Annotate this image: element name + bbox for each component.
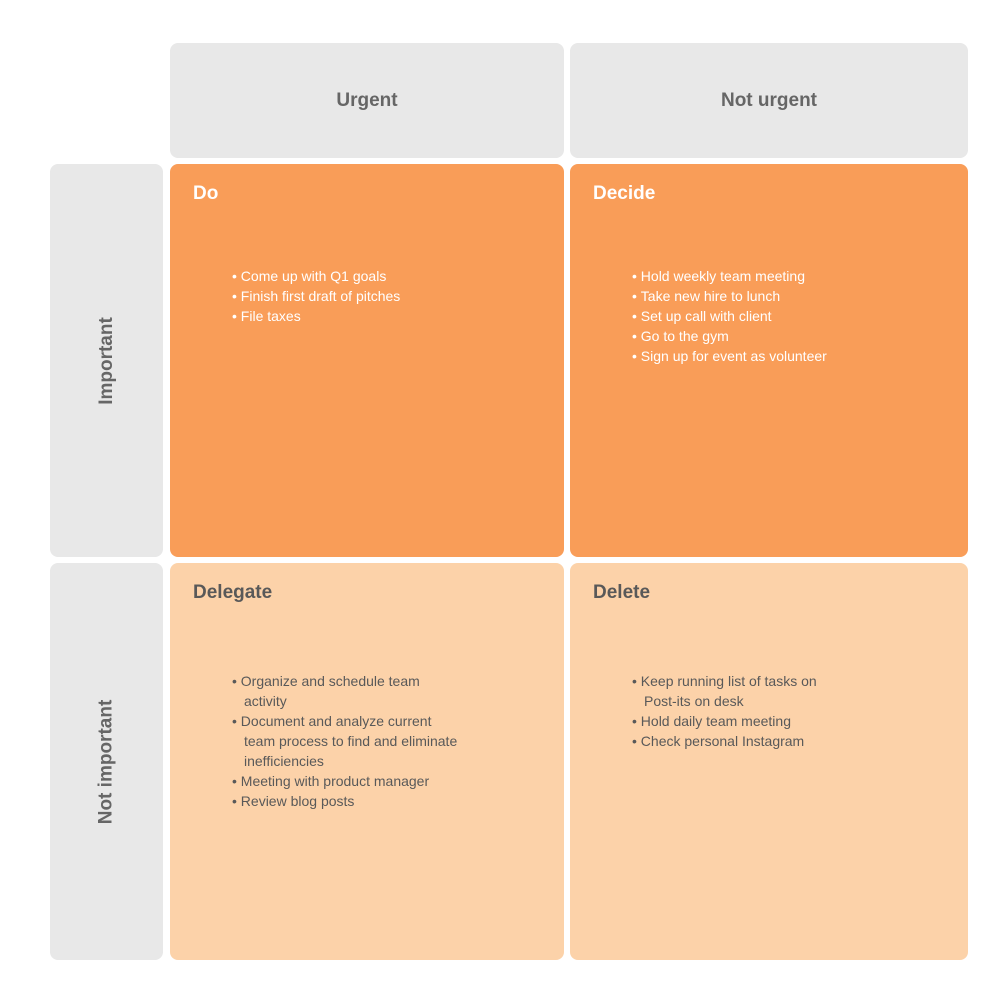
task-item: Sign up for event as volunteer [632, 346, 932, 366]
quadrant-do: Do Come up with Q1 goalsFinish first dra… [170, 164, 564, 557]
task-item: Check personal Instagram [632, 731, 932, 751]
quadrant-delegate: Delegate Organize and schedule team acti… [170, 563, 564, 960]
task-item: Take new hire to lunch [632, 286, 932, 306]
quadrant-do-task-list: Come up with Q1 goalsFinish first draft … [232, 266, 532, 326]
quadrant-do-title: Do [193, 183, 219, 204]
task-item: Hold weekly team meeting [632, 266, 932, 286]
column-header-urgent: Urgent [170, 43, 564, 158]
task-item: Document and analyze current team proces… [232, 711, 532, 771]
quadrant-delete: Delete Keep running list of tasks on Pos… [570, 563, 968, 960]
task-item: Meeting with product manager [232, 771, 532, 791]
row-header-important: Important [50, 164, 163, 557]
quadrant-decide: Decide Hold weekly team meetingTake new … [570, 164, 968, 557]
quadrant-delete-task-list: Keep running list of tasks on Post-its o… [632, 671, 932, 751]
task-item: Organize and schedule team activity [232, 671, 532, 711]
column-header-urgent-label: Urgent [336, 89, 398, 111]
column-header-not-urgent-label: Not urgent [720, 89, 818, 111]
task-item: File taxes [232, 306, 532, 326]
row-header-not-important: Not important [50, 563, 163, 960]
row-header-important-label: Important [95, 316, 117, 405]
quadrant-delegate-task-list: Organize and schedule team activityDocum… [232, 671, 532, 811]
quadrant-decide-task-list: Hold weekly team meetingTake new hire to… [632, 266, 932, 366]
quadrant-delegate-title: Delegate [193, 582, 273, 603]
task-item: Keep running list of tasks on Post-its o… [632, 671, 932, 711]
task-item: Come up with Q1 goals [232, 266, 532, 286]
task-item: Review blog posts [232, 791, 532, 811]
quadrant-delete-title: Delete [593, 582, 651, 603]
quadrant-decide-title: Decide [593, 183, 656, 204]
row-header-not-important-label: Not important [95, 699, 117, 824]
task-item: Go to the gym [632, 326, 932, 346]
task-item: Hold daily team meeting [632, 711, 932, 731]
column-header-not-urgent: Not urgent [570, 43, 968, 158]
task-item: Set up call with client [632, 306, 932, 326]
task-item: Finish first draft of pitches [232, 286, 532, 306]
